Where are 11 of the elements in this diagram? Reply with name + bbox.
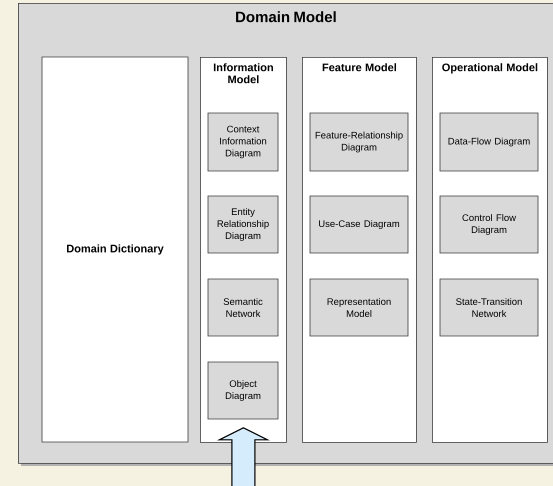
diagram-box: Feature-Relationship Diagram	[310, 112, 408, 172]
diagram-box: Entity Relationship Diagram	[208, 196, 278, 254]
diagram-box: Data-Flow Diagram	[440, 112, 538, 172]
diagram-box: Use-Case Diagram	[310, 196, 408, 254]
diagram-box: Context Information Diagram	[208, 112, 278, 172]
diagram-box: Representation Model	[310, 278, 408, 336]
column-panel: Domain Dictionary	[42, 56, 188, 442]
diagram-box: Object Diagram	[208, 362, 278, 420]
diagram-box: Semantic Network	[208, 278, 278, 336]
diagram-box: Control Flow Diagram	[440, 196, 538, 254]
diagram-box: State-Transition Network	[440, 278, 538, 336]
